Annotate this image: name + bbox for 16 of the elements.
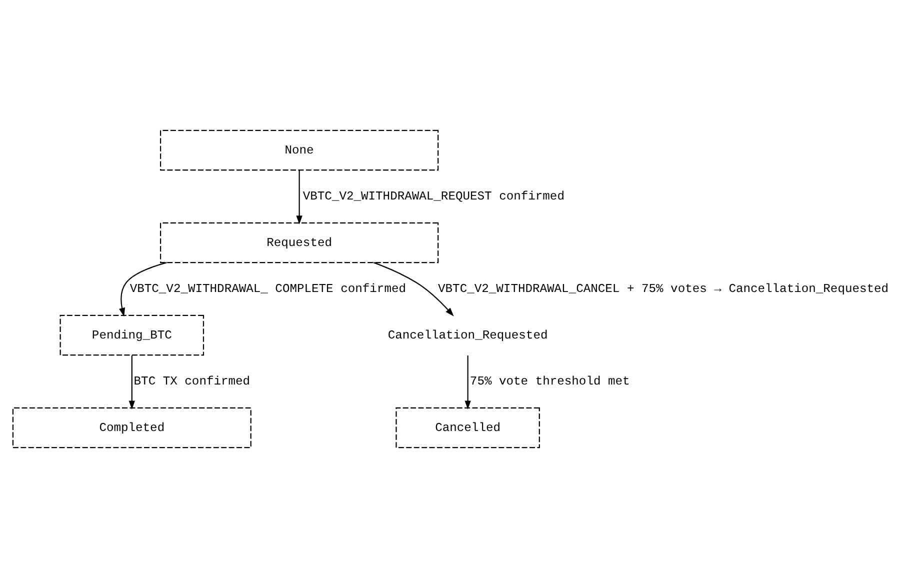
- edge-label: VBTC_V2_WITHDRAWAL_ COMPLETE confirmed: [130, 282, 406, 296]
- node-box: Cancelled: [396, 407, 540, 448]
- edge-label: 75% vote threshold met: [470, 374, 630, 389]
- node-box: None: [160, 130, 439, 171]
- edge-label: VBTC_V2_WITHDRAWAL_CANCEL + 75% votes → Cancellation_Requested: [438, 282, 889, 296]
- node-box: Requested: [160, 222, 439, 264]
- arrow: [119, 262, 167, 317]
- node-text: Cancellation_Requested: [388, 328, 548, 342]
- arrow: [373, 262, 454, 316]
- arrow: [464, 356, 471, 410]
- edge-label: VBTC_V2_WITHDRAWAL_REQUEST confirmed: [302, 190, 564, 204]
- edge-label: BTC TX confirmed: [134, 374, 250, 389]
- node-box: Pending_BTC: [60, 314, 204, 356]
- arrow: [296, 170, 302, 224]
- node-box: Completed: [12, 407, 252, 448]
- arrow: [128, 356, 135, 410]
